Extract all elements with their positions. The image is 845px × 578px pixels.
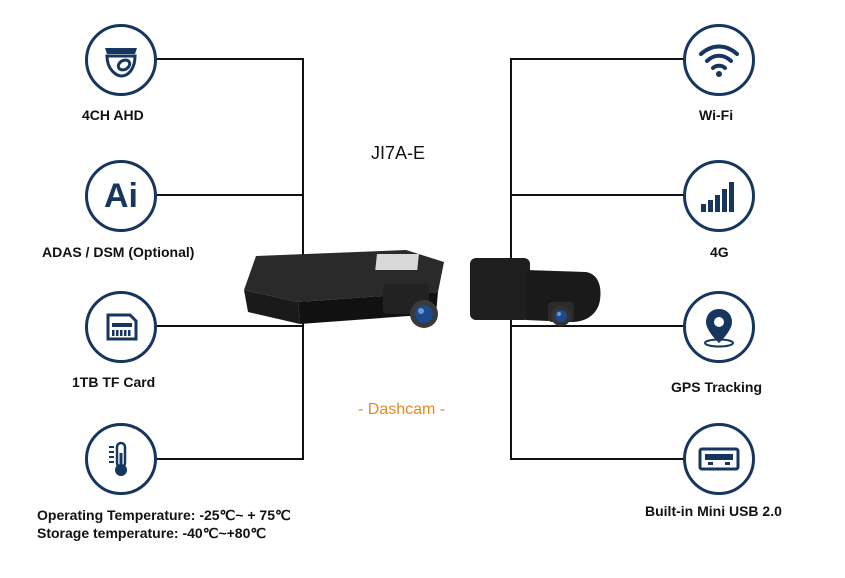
right-connector-4 (510, 458, 686, 460)
dashcam-main-unit (244, 250, 444, 328)
right-connector-2 (510, 194, 686, 196)
left-connector-1 (157, 58, 304, 60)
right-connector-3 (510, 325, 686, 327)
left-connector-2 (157, 194, 304, 196)
thermometer-icon (85, 423, 157, 495)
left-connector-3 (157, 325, 304, 327)
feature-label-adas-dsm: ADAS / DSM (Optional) (42, 244, 195, 260)
signal-bars-icon (683, 160, 755, 232)
usb-icon (683, 423, 755, 495)
dashcam-secondary-camera (470, 258, 601, 326)
feature-label-4ch-ahd: 4CH AHD (82, 107, 144, 123)
product-name: JI7A-E (371, 143, 426, 163)
left-connector-4 (157, 458, 304, 460)
right-connector-1 (510, 58, 686, 60)
ai-icon-text: Ai (104, 176, 138, 215)
camera-dome-icon (85, 24, 157, 96)
operating-temperature-label: Operating Temperature: -25℃~ + 75℃ (37, 507, 291, 523)
feature-label-wifi: Wi-Fi (699, 107, 734, 123)
temperature-spec: Operating Temperature: -25℃~ + 75℃ Stora… (37, 506, 291, 542)
feature-label-tf-card: 1TB TF Card (72, 374, 156, 390)
storage-temperature-label: Storage temperature: -40℃~+80℃ (37, 525, 267, 541)
product-caption: - Dashcam - (358, 401, 446, 418)
location-pin-icon (683, 291, 755, 363)
memory-card-icon (85, 291, 157, 363)
feature-label-gps: GPS Tracking (671, 379, 763, 395)
ai-icon: Ai (85, 160, 157, 232)
feature-label-usb: Built-in Mini USB 2.0 (645, 503, 782, 519)
wifi-icon (683, 24, 755, 96)
feature-label-4g: 4G (710, 244, 729, 260)
